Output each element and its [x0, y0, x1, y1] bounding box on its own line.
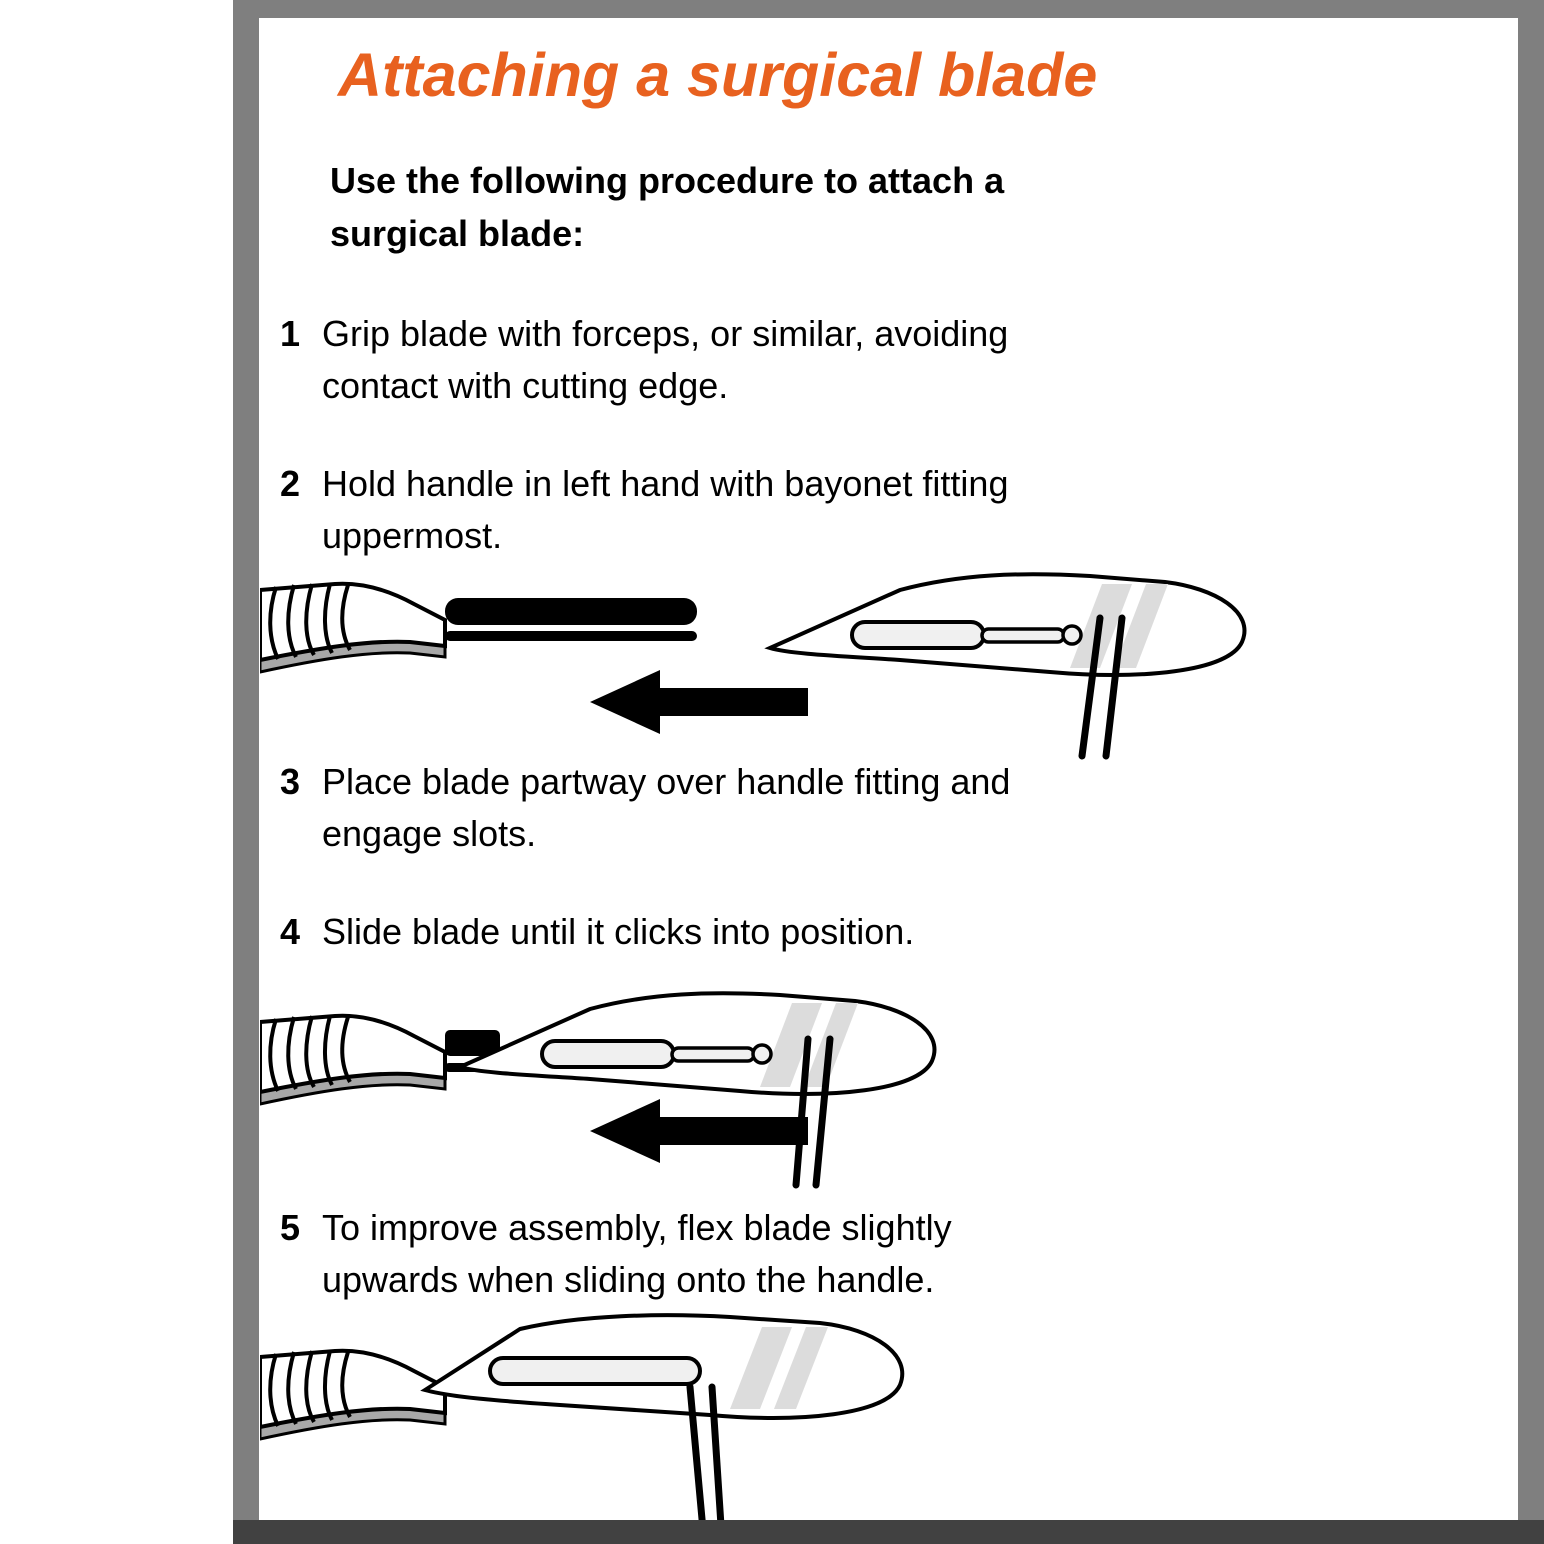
- step-4: 4 Slide blade until it clicks into posit…: [280, 906, 915, 958]
- step-1: 1 Grip blade with forceps, or similar, a…: [280, 308, 1009, 412]
- frame-left-bar: [233, 0, 259, 1544]
- step-text-line: engage slots.: [322, 813, 537, 854]
- surgical-blade: [454, 991, 937, 1096]
- blade-shading: [1114, 584, 1168, 668]
- page-title: Attaching a surgical blade: [338, 41, 1098, 109]
- step-text-line: Slide blade until it clicks into positio…: [322, 911, 915, 952]
- intro-text: Use the following procedure to attach a …: [330, 154, 1004, 260]
- blade-shading: [774, 1327, 828, 1409]
- blade-outline: [764, 572, 1247, 677]
- step-text-line: uppermost.: [322, 515, 503, 556]
- surgical-blade: [764, 572, 1247, 677]
- illustration-blade-approaching-handle: [260, 572, 1247, 760]
- scalpel-handle: [260, 1013, 447, 1106]
- scalpel-handle: [260, 581, 447, 674]
- step-text-line: contact with cutting edge.: [322, 365, 729, 406]
- blade-slot: [488, 1356, 702, 1386]
- illustration-blade-partway-on-handle: [260, 991, 937, 1189]
- arrow-left-icon: [590, 670, 808, 734]
- surgical-blade: [420, 1313, 905, 1420]
- step-text-line: Hold handle in left hand with bayonet fi…: [322, 463, 1009, 504]
- step-text-line: Place blade partway over handle fitting …: [322, 761, 1011, 802]
- blade-slot: [540, 1039, 676, 1069]
- blade-slot-narrow: [670, 1046, 756, 1063]
- intro-line: Use the following procedure to attach a: [330, 160, 1005, 201]
- step-3: 3 Place blade partway over handle fittin…: [280, 756, 1011, 860]
- blade-slot-end: [751, 1043, 773, 1065]
- scalpel-handle: [260, 1348, 447, 1441]
- step-number: 2: [280, 463, 301, 504]
- blade-slot-end: [1061, 624, 1083, 646]
- forceps-icon: [792, 1035, 834, 1189]
- illustration-blade-fully-attached: [260, 1313, 905, 1544]
- forceps-icon: [686, 1383, 726, 1544]
- step-text-line: To improve assembly, flex blade slightly: [322, 1207, 952, 1248]
- blade-shading: [730, 1327, 792, 1409]
- step-number: 5: [280, 1207, 301, 1248]
- step-2: 2 Hold handle in left hand with bayonet …: [280, 458, 1009, 562]
- frame-top-bar: [233, 0, 1544, 18]
- blade-outline: [454, 991, 937, 1096]
- step-number: 4: [280, 911, 301, 952]
- intro-line: surgical blade:: [330, 213, 585, 254]
- frame-right-bar: [1518, 0, 1544, 1544]
- step-text-line: upwards when sliding onto the handle.: [322, 1259, 935, 1300]
- step-number: 3: [280, 761, 301, 802]
- blade-shading: [760, 1003, 822, 1087]
- step-text-line: Grip blade with forceps, or similar, avo…: [322, 313, 1009, 354]
- forceps-icon: [1078, 614, 1126, 760]
- step-number: 1: [280, 313, 301, 354]
- arrow-left-icon: [590, 1099, 808, 1163]
- frame-bottom-bar: [233, 1520, 1544, 1544]
- blade-slot: [850, 620, 986, 650]
- blade-slot-narrow: [980, 627, 1066, 644]
- bayonet-fitting: [445, 598, 697, 641]
- step-5: 5 To improve assembly, flex blade slight…: [280, 1202, 952, 1306]
